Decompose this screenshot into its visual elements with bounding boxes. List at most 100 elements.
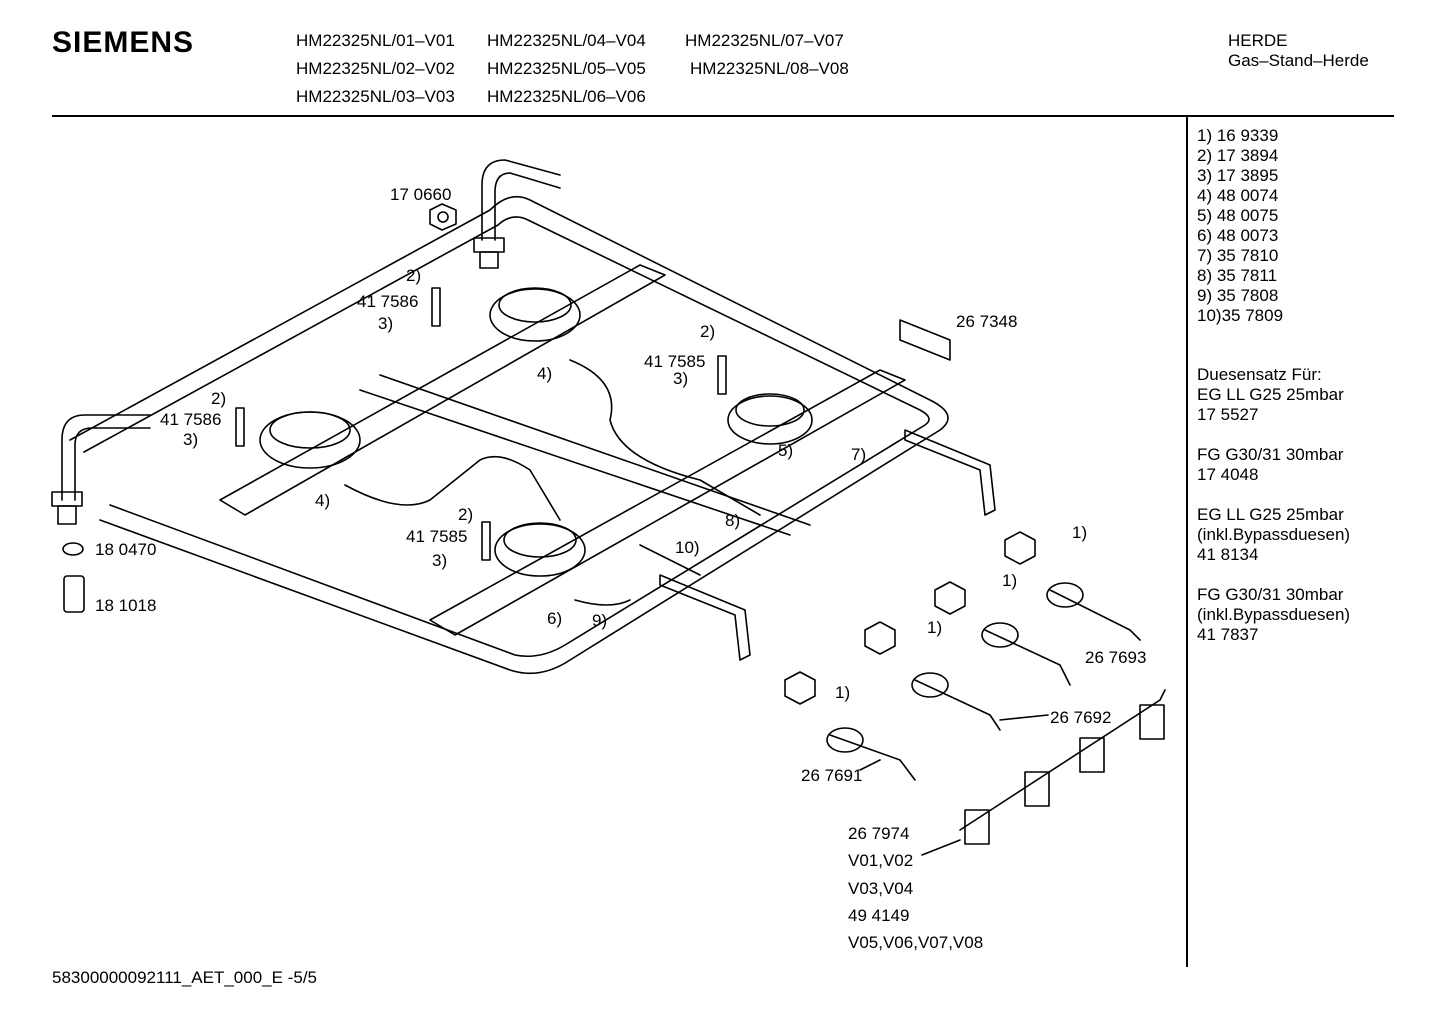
nozzle-nut bbox=[1004, 531, 1036, 565]
part-label: 26 7348 bbox=[956, 312, 1018, 331]
part-label: 4) bbox=[537, 364, 553, 383]
part-item: 3) 17 3895 bbox=[1197, 166, 1279, 185]
part-label: 8) bbox=[725, 511, 741, 530]
nozzle-nut bbox=[784, 671, 816, 705]
gas-line bbox=[639, 544, 701, 576]
nozzle-name: FG G30/31 30mbar bbox=[1197, 445, 1344, 464]
part-label: 18 1018 bbox=[95, 596, 157, 615]
rail bbox=[379, 374, 811, 526]
part-item: 10)35 7809 bbox=[1197, 306, 1284, 325]
part-label: 3) bbox=[183, 430, 199, 449]
electrode bbox=[235, 407, 245, 447]
burner bbox=[727, 395, 813, 445]
model-code: HM22325NL/01–V01 bbox=[296, 31, 455, 50]
nozzle-name: EG LL G25 25mbar bbox=[1197, 385, 1344, 404]
gas-line bbox=[574, 599, 631, 606]
part-label: 3) bbox=[378, 314, 394, 333]
valve bbox=[911, 672, 949, 698]
gas-line bbox=[344, 455, 561, 521]
model-code: HM22325NL/06–V06 bbox=[487, 87, 646, 106]
part-label: 2) bbox=[211, 389, 227, 408]
electrode bbox=[431, 287, 441, 327]
part-label: V05,V06,V07,V08 bbox=[848, 933, 984, 952]
part-label: 1) bbox=[1072, 523, 1088, 542]
part-label: 5) bbox=[778, 441, 794, 460]
category-subtitle: Gas–Stand–Herde bbox=[1228, 51, 1369, 70]
part-label: 3) bbox=[673, 369, 689, 388]
model-code: HM22325NL/08–V08 bbox=[690, 59, 849, 78]
part-label: 1) bbox=[927, 618, 943, 637]
part-label: 2) bbox=[458, 505, 474, 524]
part-label: 49 4149 bbox=[848, 906, 910, 925]
part-item: 2) 17 3894 bbox=[1197, 146, 1279, 165]
part-label: 10) bbox=[675, 538, 700, 557]
nozzle-sets: Duesensatz Für: EG LL G25 25mbar 17 5527… bbox=[1197, 365, 1350, 645]
part-item: 9) 35 7808 bbox=[1197, 286, 1279, 305]
frame-outer bbox=[69, 195, 949, 675]
part-label: 7) bbox=[851, 445, 867, 464]
control-panel bbox=[959, 689, 1166, 831]
footer: 58300000092111_AET_000_E -5/5 bbox=[52, 968, 317, 988]
part-item: 8) 35 7811 bbox=[1197, 266, 1278, 285]
part-item: 5) 48 0075 bbox=[1197, 206, 1279, 225]
part-label: 2) bbox=[700, 322, 716, 341]
part-item: 6) 48 0073 bbox=[1197, 226, 1279, 245]
washer bbox=[62, 542, 84, 556]
part-label: 26 7692 bbox=[1050, 708, 1112, 727]
part-item: 7) 35 7810 bbox=[1197, 246, 1279, 265]
part-label: 9) bbox=[592, 611, 608, 630]
nozzle-nut bbox=[864, 621, 896, 655]
nozzle-name: FG G30/31 30mbar bbox=[1197, 585, 1344, 604]
part-item: 4) 48 0074 bbox=[1197, 186, 1279, 205]
valve bbox=[981, 622, 1019, 648]
nozzle-name: EG LL G25 25mbar bbox=[1197, 505, 1344, 524]
nozzle-code: 17 4048 bbox=[1197, 465, 1259, 484]
bracket bbox=[659, 574, 751, 661]
nozzle-code: 41 7837 bbox=[1197, 625, 1259, 644]
part-label: V01,V02 bbox=[848, 851, 914, 870]
part-label: 1) bbox=[1002, 571, 1018, 590]
valve bbox=[1046, 582, 1084, 608]
burner bbox=[494, 523, 586, 577]
rail bbox=[359, 389, 791, 536]
fitting bbox=[63, 575, 85, 613]
gas-pipe-left bbox=[61, 414, 151, 501]
part-label: V03,V04 bbox=[848, 879, 914, 898]
model-code: HM22325NL/04–V04 bbox=[487, 31, 646, 50]
part-label: 17 0660 bbox=[390, 185, 452, 204]
part-label: 6) bbox=[547, 609, 563, 628]
model-code: HM22325NL/02–V02 bbox=[296, 59, 455, 78]
frame-inner bbox=[83, 216, 930, 658]
part-label: 18 0470 bbox=[95, 540, 157, 559]
model-code: HM22325NL/03–V03 bbox=[296, 87, 455, 106]
panel-knob-plate bbox=[1079, 737, 1105, 773]
nozzle-heading: Duesensatz Für: bbox=[1197, 365, 1322, 384]
parts-list: 1) 16 9339 2) 17 3894 3) 17 3895 4) 48 0… bbox=[1197, 126, 1283, 326]
part-label: 4) bbox=[315, 491, 331, 510]
pipe-nut bbox=[51, 491, 83, 507]
panel-knob-plate bbox=[964, 809, 990, 845]
nozzle-nut bbox=[934, 581, 966, 615]
part-label: 41 7586 bbox=[357, 292, 419, 311]
nozzle-code: 41 8134 bbox=[1197, 545, 1259, 564]
nozzle-sub: (inkl.Bypassduesen) bbox=[1197, 525, 1351, 544]
part-label: 41 7586 bbox=[160, 410, 222, 429]
gas-pipe-top bbox=[481, 159, 561, 241]
page-number: -5/5 bbox=[287, 968, 318, 987]
crossbar bbox=[429, 369, 906, 636]
part-label: 26 7693 bbox=[1085, 648, 1147, 667]
document-id: 58300000092111_AET_000_E bbox=[52, 968, 283, 987]
part-label: 1) bbox=[835, 683, 851, 702]
part-label: 2) bbox=[406, 266, 422, 285]
part-label: 41 7585 bbox=[406, 527, 468, 546]
part-label: 26 7691 bbox=[801, 766, 863, 785]
valve bbox=[829, 734, 916, 781]
burner bbox=[489, 288, 581, 342]
sidebar-divider bbox=[1186, 117, 1188, 967]
part-label: 26 7974 bbox=[848, 824, 910, 843]
part-label: 3) bbox=[432, 551, 448, 570]
part-label: 41 7585 bbox=[644, 352, 706, 371]
exploded-parts-diagram bbox=[51, 159, 1166, 856]
model-code: HM22325NL/07–V07 bbox=[685, 31, 844, 50]
electrode bbox=[481, 521, 491, 561]
